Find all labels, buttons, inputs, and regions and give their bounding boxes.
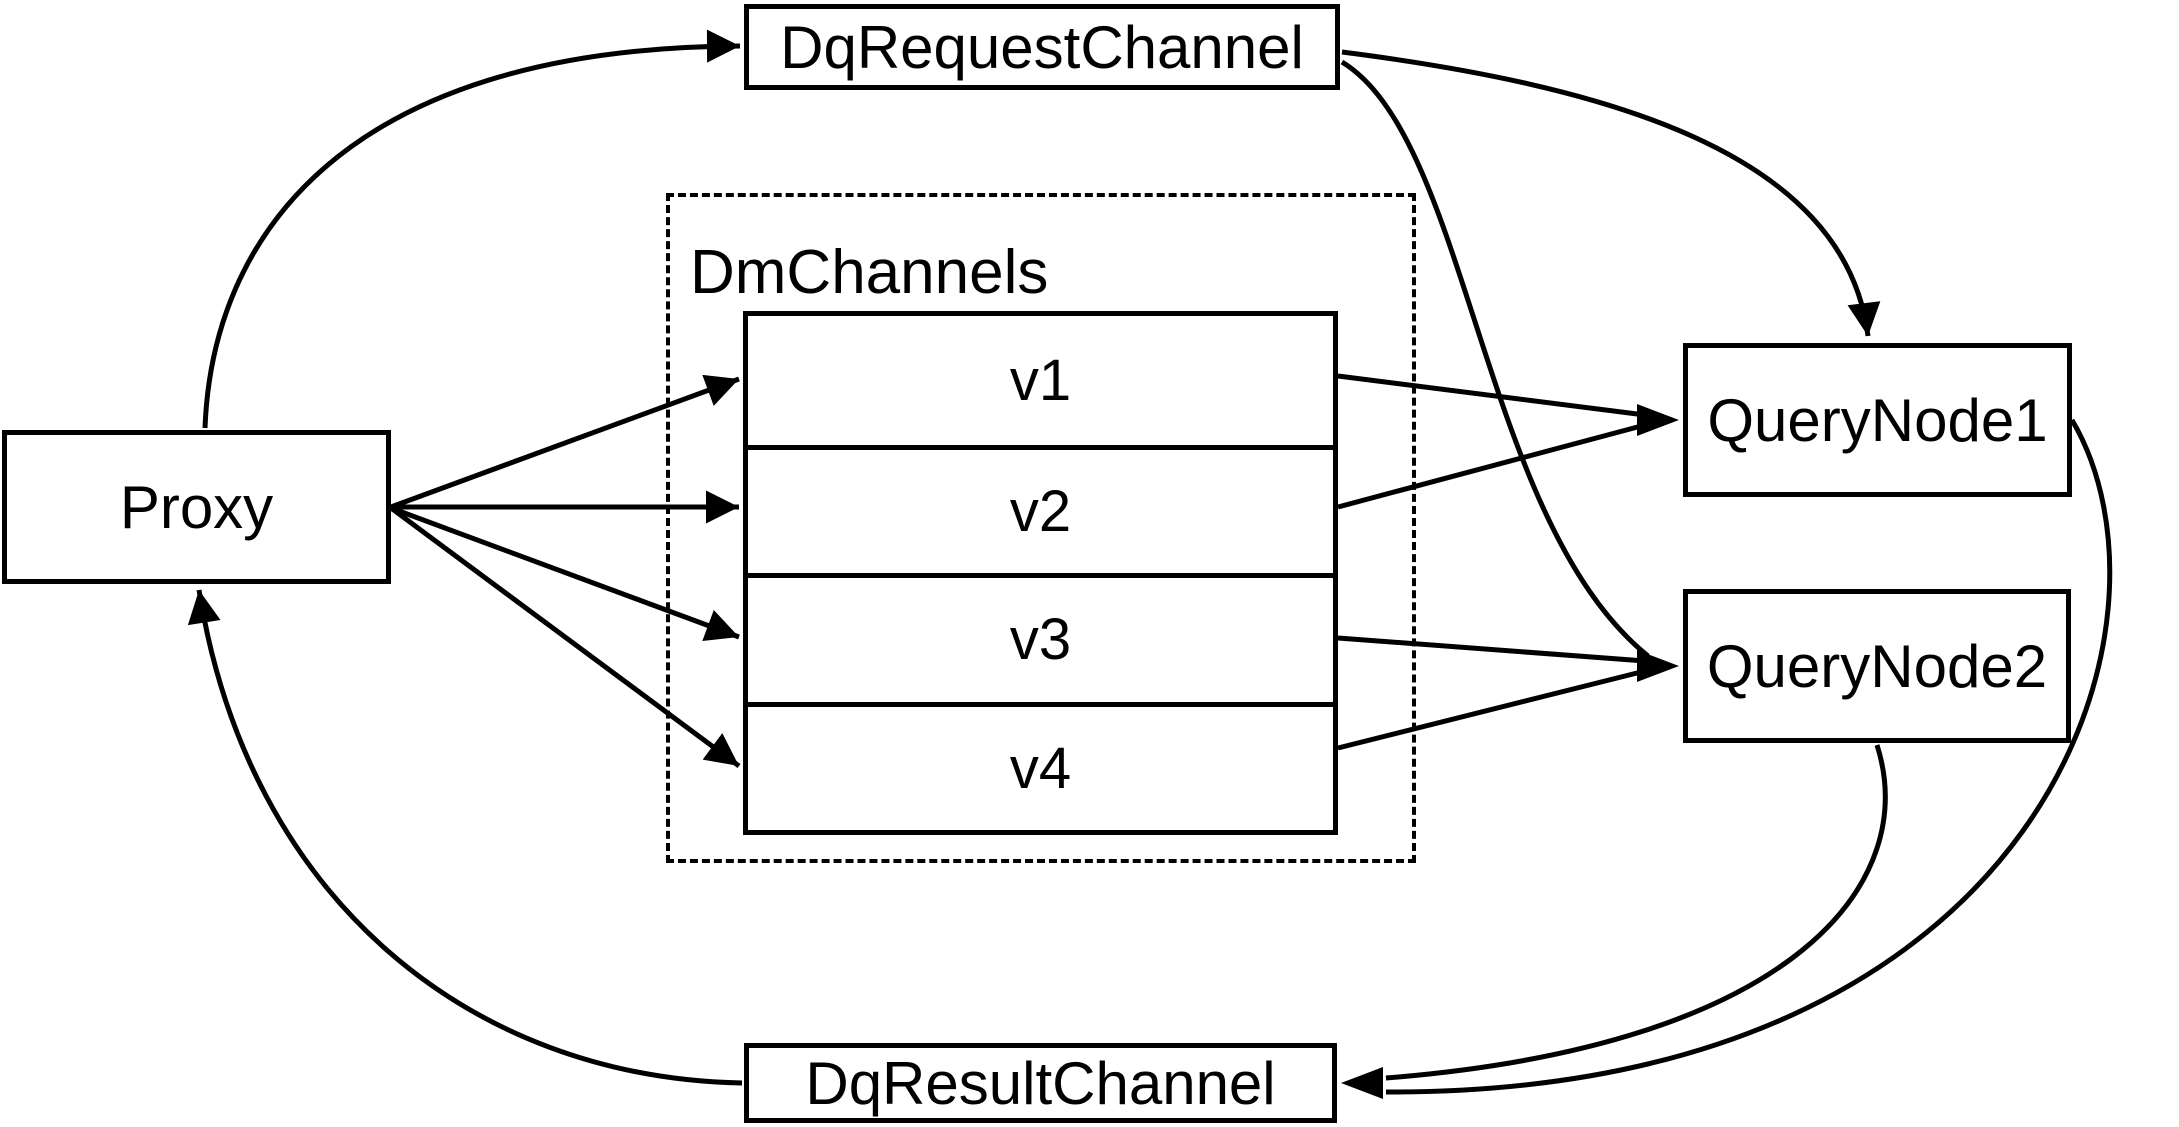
edge-proxy-to-dqrequestchannel [202,29,741,429]
node-querynode1: QueryNode1 [1683,343,2072,497]
node-proxy-label: Proxy [119,473,274,541]
dqresultchannel-arrowhead [1341,1067,1383,1099]
dm-channels-label: DmChannels [690,238,1049,307]
dm-channels-group [666,193,1416,863]
querynode1-arrowhead [1637,404,1679,436]
node-dq-request-channel: DqRequestChannel [744,4,1340,90]
channel-row-v3: v3 [748,573,1333,702]
node-dq-request-channel-label: DqRequestChannel [780,13,1304,81]
node-dq-result-channel-label: DqResultChannel [805,1049,1276,1117]
dm-channel-table: v1 v2 v3 v4 [743,311,1338,835]
node-dq-result-channel: DqResultChannel [744,1043,1337,1123]
edge-dqrequestchannel-to-querynode1 [1341,49,1881,337]
node-proxy: Proxy [2,430,391,584]
channel-row-v4: v4 [748,701,1333,831]
channel-row-v2: v2 [748,444,1333,574]
edge-querynode1-to-dqresultchannel [1385,418,2113,1095]
querynode2-arrowhead [1637,650,1679,682]
channel-row-v1: v1 [1009,347,1072,413]
edge-querynode2-to-dqresultchannel [1385,744,1888,1081]
node-querynode2: QueryNode2 [1683,589,2071,743]
node-querynode1-label: QueryNode1 [1707,386,2048,454]
node-querynode2-label: QueryNode2 [1706,632,2048,700]
edge-dqresultchannel-to-proxy [187,589,743,1086]
